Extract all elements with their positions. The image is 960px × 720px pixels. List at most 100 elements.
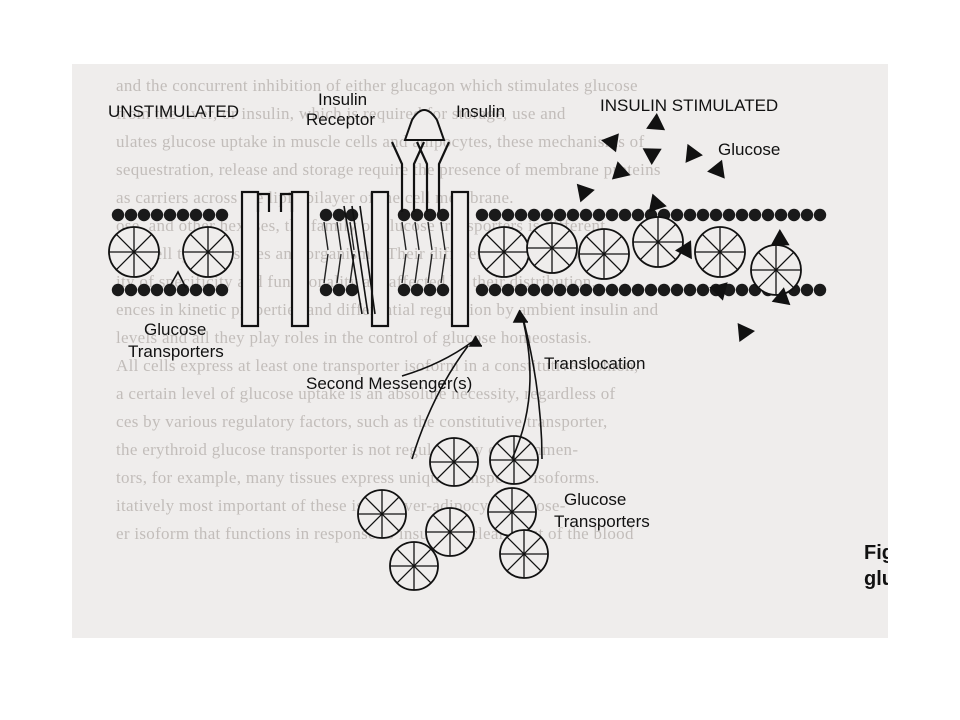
lipid-head bbox=[124, 208, 138, 222]
glucose-molecule bbox=[737, 323, 755, 342]
glucose-transporter bbox=[489, 435, 539, 485]
lipid-tail bbox=[440, 253, 446, 284]
lipid-tail bbox=[323, 221, 329, 251]
lipid-head bbox=[345, 283, 359, 297]
glucose-transporter bbox=[389, 541, 439, 591]
lipid-head bbox=[553, 208, 567, 222]
lipid-head bbox=[111, 283, 125, 297]
membrane-helices bbox=[343, 205, 376, 315]
lipid-head bbox=[163, 283, 177, 297]
lipid-head bbox=[163, 208, 177, 222]
lipid-head bbox=[397, 283, 411, 297]
lipid-head bbox=[176, 208, 190, 222]
lipid-head bbox=[319, 208, 333, 222]
lipid-tail bbox=[336, 221, 342, 251]
lipid-head bbox=[761, 208, 775, 222]
transporter-spoke bbox=[115, 233, 153, 271]
transporter-spoke bbox=[432, 514, 468, 550]
lipid-head bbox=[540, 283, 554, 297]
lipid-head bbox=[644, 283, 658, 297]
glucose-transporter bbox=[182, 226, 234, 278]
glucose-molecule bbox=[601, 133, 619, 153]
transporter-spoke bbox=[701, 233, 739, 271]
lipid-head bbox=[657, 283, 671, 297]
glucose-transporter bbox=[750, 244, 802, 296]
lipid-head bbox=[176, 283, 190, 297]
lipid-head bbox=[748, 208, 762, 222]
background-text-line: ulates glucose uptake in muscle cells an… bbox=[116, 132, 645, 151]
background-text-line: All cells express at least one transport… bbox=[116, 356, 639, 375]
background-text-line: ces by various regulatory factors, such … bbox=[116, 412, 608, 431]
lipid-head bbox=[670, 283, 684, 297]
membrane-glucose-transporters bbox=[108, 216, 802, 296]
transporter-spoke bbox=[533, 229, 571, 267]
scanned-textbook-page: and the concurrent inhibition of either … bbox=[72, 64, 888, 638]
glucose-transporter bbox=[478, 226, 530, 278]
glucose-molecule bbox=[770, 229, 790, 246]
figure-caption-line1: Fig bbox=[864, 542, 888, 564]
transporter-spoke bbox=[757, 251, 795, 289]
glucose-molecule bbox=[685, 143, 703, 163]
transporter-spoke bbox=[485, 233, 523, 271]
background-text-line: sequestration, release and storage requi… bbox=[116, 160, 661, 179]
lipid-head bbox=[631, 208, 645, 222]
lipid-head bbox=[592, 283, 606, 297]
label-glucose: Glucose bbox=[718, 140, 781, 159]
label-glucose-transporters-bottom-line2: Transporters bbox=[554, 512, 650, 531]
glucose-molecule bbox=[771, 287, 791, 306]
lipid-tail bbox=[349, 221, 355, 251]
figure-caption-line2: glu bbox=[864, 568, 888, 590]
label-translocation: Translocation bbox=[544, 354, 646, 373]
lipid-head bbox=[202, 283, 216, 297]
glucose-transporter bbox=[429, 437, 479, 487]
lipid-head bbox=[670, 208, 684, 222]
label-glucose-transporters-bottom-line1: Glucose bbox=[564, 490, 627, 509]
lipid-head bbox=[319, 283, 333, 297]
lipid-head bbox=[397, 208, 411, 222]
lipid-head bbox=[592, 208, 606, 222]
lipid-head bbox=[332, 208, 346, 222]
lipid-head bbox=[501, 208, 515, 222]
transporter-spoke bbox=[189, 233, 227, 271]
lipid-head bbox=[423, 283, 437, 297]
lipid-tail bbox=[414, 221, 420, 251]
lipid-head bbox=[345, 208, 359, 222]
lipid-head bbox=[475, 208, 489, 222]
lipid-head bbox=[553, 283, 567, 297]
label-glucose-transporters-left-line1: Glucose bbox=[144, 320, 207, 339]
glucose-molecule bbox=[707, 159, 725, 179]
lipid-head bbox=[774, 208, 788, 222]
lipid-head bbox=[436, 283, 450, 297]
transporter-spoke bbox=[496, 442, 532, 478]
label-insulin-stimulated: INSULIN STIMULATED bbox=[600, 96, 779, 115]
label-second-messengers: Second Messenger(s) bbox=[306, 374, 473, 393]
lipid-head bbox=[189, 283, 203, 297]
label-unstimulated: UNSTIMULATED bbox=[108, 102, 239, 121]
lipid-head bbox=[735, 283, 749, 297]
insulin-receptor bbox=[240, 190, 310, 328]
transporter-spoke bbox=[364, 496, 400, 532]
lipid-head bbox=[514, 283, 528, 297]
glucose-transporter bbox=[632, 216, 684, 268]
glucose-molecule bbox=[576, 183, 595, 203]
label-glucose-transporters-left-line2: Transporters bbox=[128, 342, 224, 361]
lipid-head bbox=[137, 208, 151, 222]
lipid-head bbox=[111, 208, 125, 222]
glucose-molecule bbox=[642, 148, 662, 165]
lipid-head bbox=[579, 208, 593, 222]
arrows bbox=[169, 270, 543, 460]
lipid-head bbox=[813, 208, 827, 222]
transporter-spoke bbox=[506, 536, 542, 572]
lipid-head bbox=[683, 208, 697, 222]
lipid-tail bbox=[323, 253, 329, 284]
lipid-heads-inner-row bbox=[111, 283, 827, 297]
glucose-molecules bbox=[576, 113, 791, 342]
lipid-head bbox=[527, 208, 541, 222]
lipid-head bbox=[410, 208, 424, 222]
transporter-spoke bbox=[494, 494, 530, 530]
glucose-molecule bbox=[646, 113, 666, 131]
lipid-head bbox=[137, 283, 151, 297]
glucose-molecule bbox=[648, 193, 667, 213]
glucose-transporter bbox=[499, 529, 549, 579]
lipid-tail bbox=[414, 253, 420, 284]
